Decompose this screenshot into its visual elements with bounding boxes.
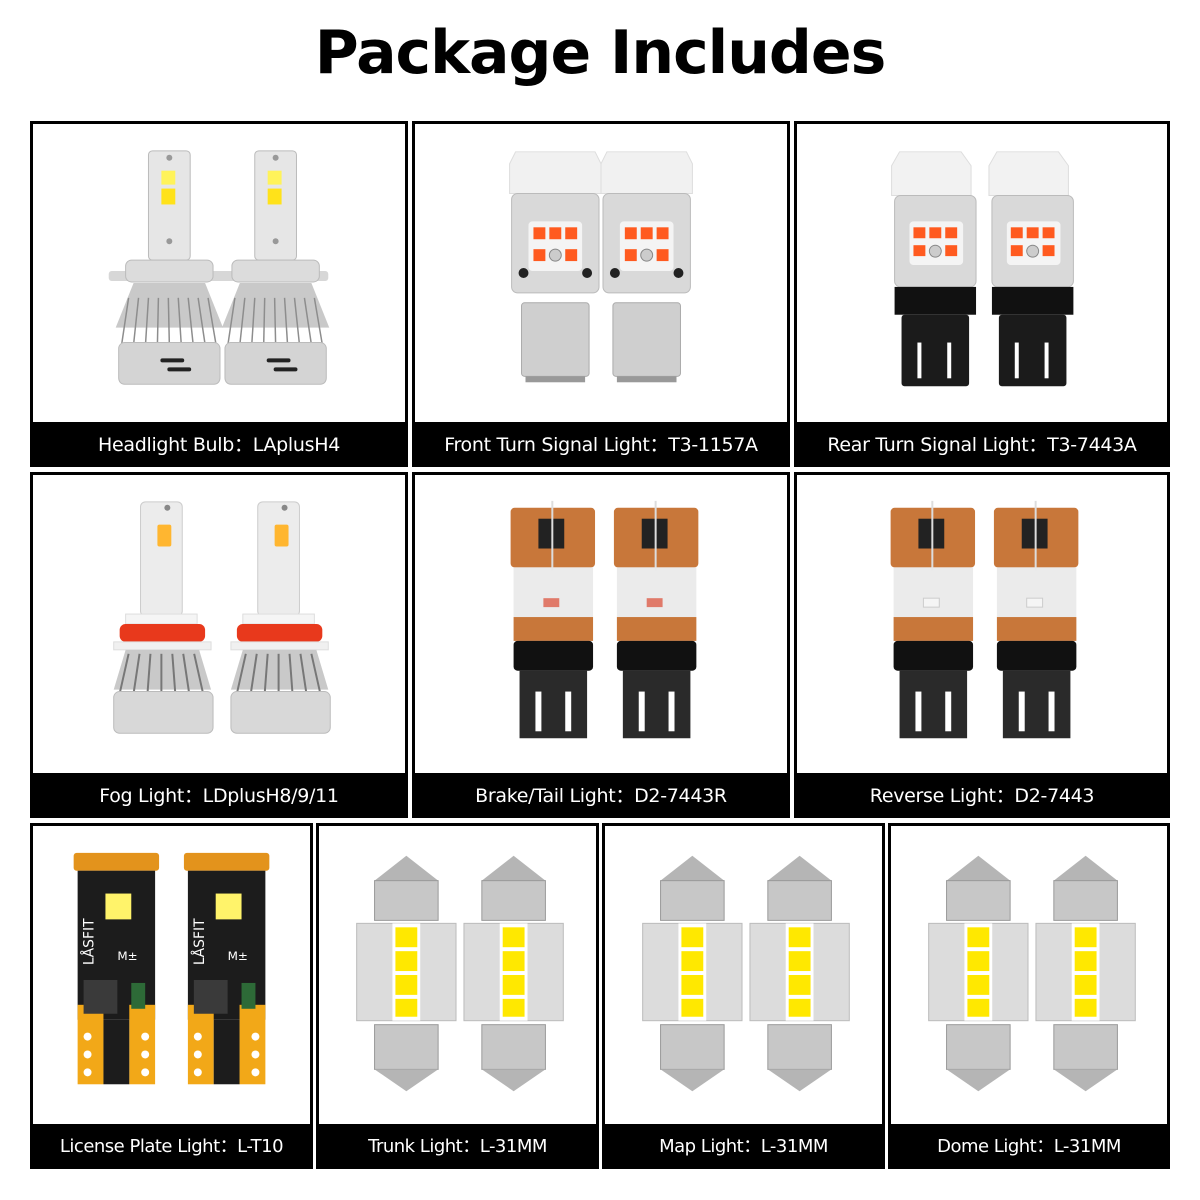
product-card-license-plate-light: LÅSFIT M± License Plate Light：L-T10 xyxy=(30,823,313,1169)
product-label: Headlight Bulb：LAplusH4 xyxy=(33,422,405,464)
svg-text:LÅSFIT: LÅSFIT xyxy=(81,918,98,965)
product-card-headlight: Headlight Bulb：LAplusH4 xyxy=(30,121,408,467)
product-label: Trunk Light：L-31MM xyxy=(319,1124,596,1166)
product-label: Dome Light：L-31MM xyxy=(891,1124,1167,1166)
license-plate-light-image: LÅSFIT M± xyxy=(33,826,310,1126)
product-card-fog-light: Fog Light：LDplusH8/9/11 xyxy=(30,472,408,818)
product-card-reverse-light: Reverse Light：D2-7443 xyxy=(794,472,1170,818)
product-card-brake-tail-light: Brake/Tail Light：D2-7443R xyxy=(412,472,790,818)
product-label: Front Turn Signal Light：T3-1157A xyxy=(415,422,787,464)
reverse-light-image xyxy=(797,475,1167,775)
fog-light-image xyxy=(33,475,405,775)
rear-turn-signal-image xyxy=(797,124,1167,424)
product-label: Brake/Tail Light：D2-7443R xyxy=(415,773,787,815)
product-card-rear-turn-signal: Rear Turn Signal Light：T3-7443A xyxy=(794,121,1170,467)
product-card-dome-light: Dome Light：L-31MM xyxy=(888,823,1170,1169)
product-label: Fog Light：LDplusH8/9/11 xyxy=(33,773,405,815)
product-label: Reverse Light：D2-7443 xyxy=(797,773,1167,815)
svg-text:M±: M± xyxy=(117,949,137,963)
product-label: License Plate Light：L-T10 xyxy=(33,1124,310,1166)
product-card-front-turn-signal: Front Turn Signal Light：T3-1157A xyxy=(412,121,790,467)
product-label: Rear Turn Signal Light：T3-7443A xyxy=(797,422,1167,464)
dome-light-image xyxy=(891,826,1167,1126)
product-label: Map Light：L-31MM xyxy=(605,1124,882,1166)
trunk-light-image xyxy=(319,826,596,1126)
brake-tail-light-image xyxy=(415,475,787,775)
product-card-map-light: Map Light：L-31MM xyxy=(602,823,885,1169)
product-card-trunk-light: Trunk Light：L-31MM xyxy=(316,823,599,1169)
front-turn-signal-image xyxy=(415,124,787,424)
map-light-image xyxy=(605,826,882,1126)
headlight-bulb-image xyxy=(33,124,405,424)
page-title: Package Includes xyxy=(314,18,887,88)
